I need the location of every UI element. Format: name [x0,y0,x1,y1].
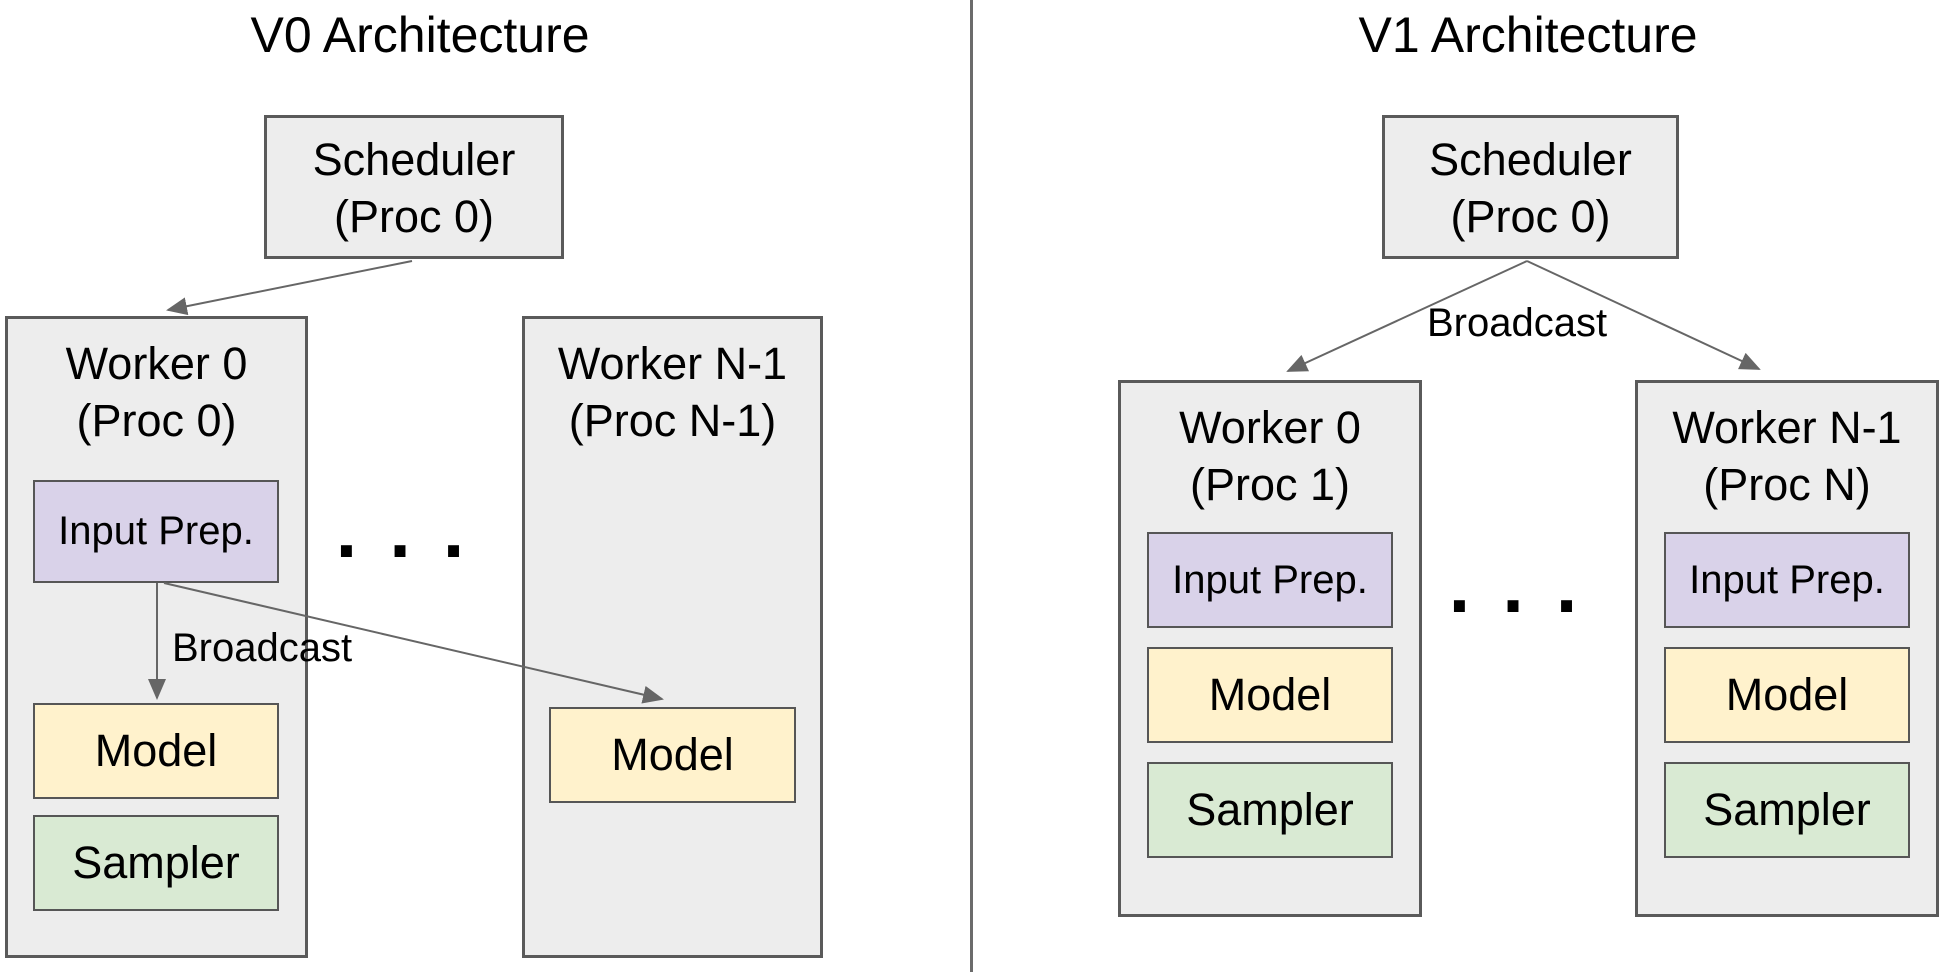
v1-broadcast-label: Broadcast [1427,301,1608,345]
v1-workerN-name: Worker N-1 [1672,402,1902,453]
v1-scheduler-label: Scheduler (Proc 0) [1385,131,1676,245]
v0-scheduler-box: Scheduler (Proc 0) [264,115,564,259]
v0-title: V0 Architecture [250,7,590,63]
v1-workerN-label: Worker N-1 (Proc N) [1638,399,1936,513]
v0-workers-ellipsis: ... [334,499,496,572]
v0-worker0-model-block: Model [33,703,279,799]
panel-divider-line [970,0,973,972]
v0-scheduler-label: Scheduler (Proc 0) [267,131,561,245]
v0-worker0-input-prep-block: Input Prep. [33,480,279,583]
v1-workerN-proc: (Proc N) [1703,459,1871,510]
v0-workerN-proc: (Proc N-1) [568,395,777,446]
v0-workerN-model-block: Model [549,707,796,803]
v0-scheduler-name: Scheduler [312,134,516,185]
v1-worker0-input-prep-block: Input Prep. [1147,532,1393,628]
v1-workers-ellipsis: ... [1447,554,1609,627]
v0-worker0-name: Worker 0 [65,338,248,389]
v0-worker0-sampler-block: Sampler [33,815,279,911]
v1-scheduler-box: Scheduler (Proc 0) [1382,115,1679,259]
v0-workerN-box: Worker N-1 (Proc N-1) [522,316,823,958]
v1-worker0-name: Worker 0 [1179,402,1361,453]
v0-workerN-name: Worker N-1 [557,338,788,389]
v1-workerN-input-prep-block: Input Prep. [1664,532,1910,628]
v1-worker0-model-block: Model [1147,647,1393,743]
v1-worker0-sampler-block: Sampler [1147,762,1393,858]
v0-scheduler-proc: (Proc 0) [333,191,495,242]
v0-workerN-label: Worker N-1 (Proc N-1) [525,335,820,449]
v1-worker0-label: Worker 0 (Proc 1) [1121,399,1419,513]
v1-scheduler-proc: (Proc 0) [1450,191,1611,242]
v1-worker0-proc: (Proc 1) [1189,459,1351,510]
v0-worker0-proc: (Proc 0) [76,395,237,446]
v0-broadcast-label: Broadcast [172,626,353,670]
v1-workerN-sampler-block: Sampler [1664,762,1910,858]
v0-worker0-label: Worker 0 (Proc 0) [8,335,305,449]
v1-scheduler-name: Scheduler [1429,134,1632,185]
v1-workerN-model-block: Model [1664,647,1910,743]
v1-title: V1 Architecture [1358,7,1698,63]
v0-arrow-scheduler-to-worker0 [166,260,413,316]
